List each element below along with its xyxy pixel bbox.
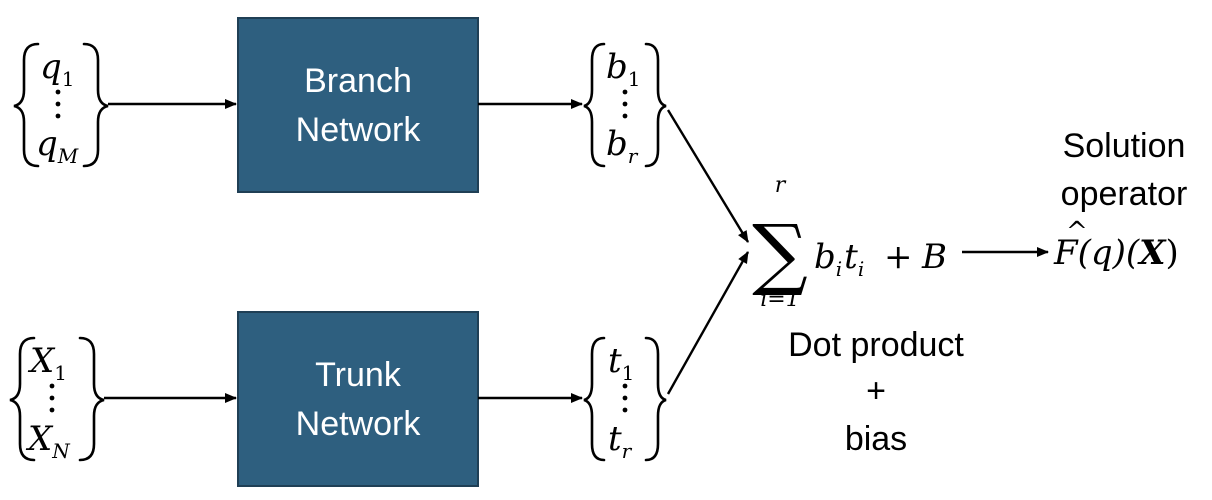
branch-input-top: q1 [40, 47, 75, 91]
solution-hat: ^ [1066, 217, 1088, 247]
vertical-ellipsis [49, 383, 55, 413]
sum-plus: + [884, 237, 913, 277]
branch-network-box: Branch Network [237, 17, 479, 193]
trunk-network-rect [237, 311, 479, 487]
sum-symbol: ∑ [752, 209, 808, 299]
sum-caption: Dot product + bias [788, 326, 964, 458]
right-brace [82, 42, 109, 168]
trunk-input-top: X1 [27, 341, 67, 385]
arrow-branch-output-to-sum [666, 109, 750, 243]
dot-product-sum: r ∑ i=1 biti + B [752, 173, 947, 312]
left-brace [583, 42, 606, 168]
sum-upper-limit: r [775, 173, 787, 198]
vertical-ellipsis [622, 383, 628, 413]
branch-output-vector: b1 br [583, 42, 667, 168]
solution-label-1: Solution [1063, 127, 1186, 165]
sum-bias: B [921, 237, 947, 277]
caption-dot-product: Dot product [788, 326, 964, 364]
right-brace [644, 42, 667, 168]
solution-label-2: operator [1061, 175, 1188, 213]
trunk-network-label-2: Network [296, 405, 422, 443]
trunk-output-vector: t1 tr [583, 336, 667, 463]
solution-operator: Solution operator ^ F(q)(X) [1053, 127, 1187, 273]
right-brace [644, 336, 667, 462]
trunk-network-label-1: Trunk [315, 356, 402, 394]
vertical-ellipsis [622, 89, 628, 119]
branch-network-label-2: Network [296, 111, 422, 149]
branch-network-rect [237, 17, 479, 193]
left-brace [9, 336, 36, 462]
left-brace [13, 42, 40, 168]
trunk-network-box: Trunk Network [237, 311, 479, 487]
right-brace [78, 336, 105, 462]
caption-bias: bias [845, 420, 907, 458]
branch-input-vector: q1 qM [13, 42, 109, 168]
branch-output-bottom: br [606, 124, 639, 168]
caption-plus: + [866, 372, 886, 410]
sum-lower-limit: i=1 [760, 287, 799, 312]
arrow-trunk-output-to-sum [666, 251, 750, 395]
branch-network-label-1: Branch [304, 62, 412, 100]
branch-input-bottom: qM [36, 124, 79, 168]
sum-term: biti [814, 237, 864, 281]
branch-output-top: b1 [606, 47, 641, 91]
trunk-input-bottom: XN [25, 419, 71, 463]
trunk-input-vector: X1 XN [9, 336, 105, 463]
vertical-ellipsis [55, 89, 61, 119]
trunk-output-top: t1 [608, 341, 634, 385]
solution-expression: F(q)(X) [1053, 233, 1179, 273]
left-brace [583, 336, 606, 462]
trunk-output-bottom: tr [608, 419, 633, 463]
